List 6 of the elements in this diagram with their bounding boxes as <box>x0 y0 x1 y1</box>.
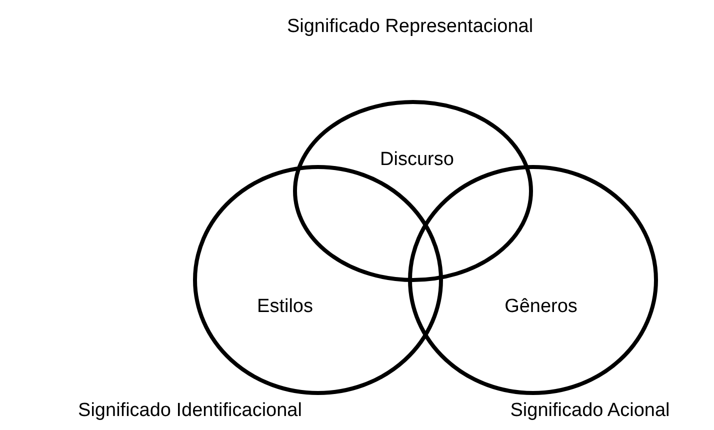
circle-label: Discurso <box>380 149 454 171</box>
caption-text: Significado Acional <box>510 400 670 422</box>
circle-label: Gêneros <box>504 296 578 318</box>
caption-text: Significado Representacional <box>286 16 534 38</box>
caption-text: Significado Identificacional <box>78 400 302 422</box>
circle-label: Estilos <box>257 296 313 318</box>
